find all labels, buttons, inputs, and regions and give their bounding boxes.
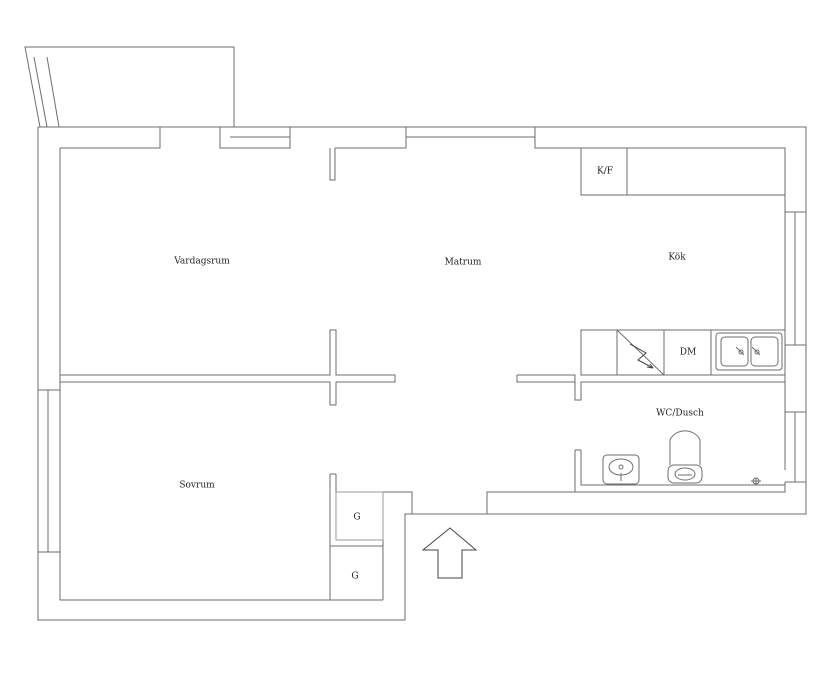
outer-walls [38,127,806,620]
wardrobe-label-1: G [353,512,361,523]
floor-drain-icon [751,478,761,485]
wardrobe-label-2: G [351,571,359,582]
stove-icon [617,330,664,375]
room-label-wc: WC/Dusch [656,408,704,419]
room-label-vardagsrum: Vardagsrum [174,256,230,267]
wardrobes [336,492,383,540]
room-label-kok: Kök [668,252,686,263]
room-label-matrum: Matrum [444,257,482,268]
room-label-sovrum: Sovrum [179,480,215,491]
balcony [25,47,234,127]
toilet-icon [668,431,702,483]
fridge-freezer-label: K/F [596,166,614,177]
kitchen-sink-icon [716,333,782,370]
dishwasher [664,330,711,375]
dishwasher-label: DM [679,347,697,358]
entrance-arrow-icon [423,528,476,578]
washbasin-icon [603,455,639,484]
